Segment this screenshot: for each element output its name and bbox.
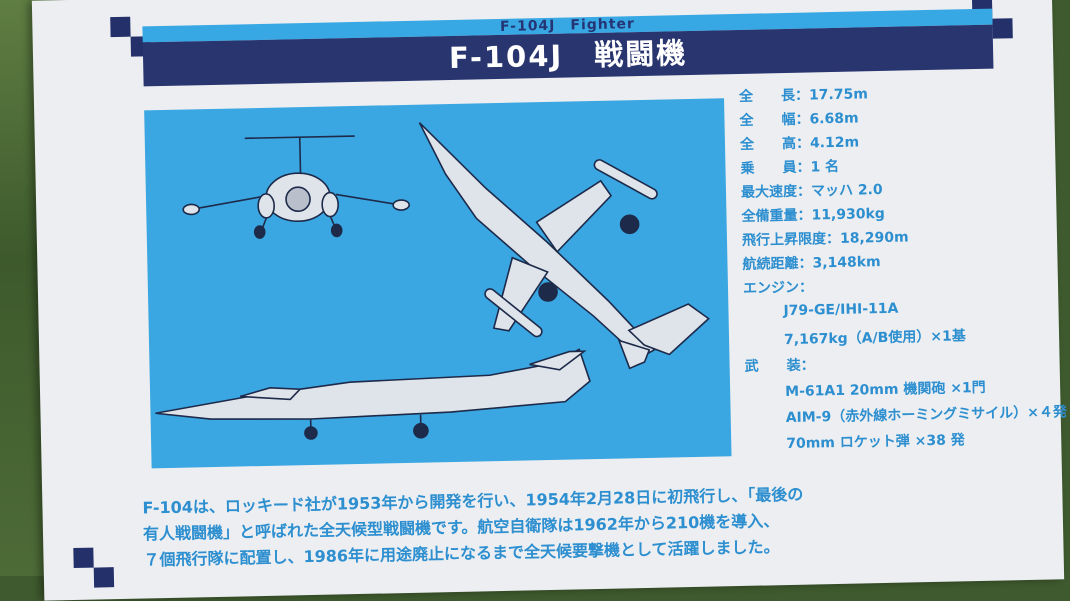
engine-model: J79-GE/IHI-11A <box>783 301 898 319</box>
spec-gross-weight: 全備重量：11,930kg <box>741 203 885 226</box>
spec-max-speed: 最大速度：マッハ 2.0 <box>741 179 883 202</box>
spec-range: 航続距離：3,148km <box>742 251 881 274</box>
spec-ceiling: 飛行上昇限度：18,290m <box>742 226 909 249</box>
armament-rockets: 70mm ロケット弾 ×38 発 <box>786 429 965 453</box>
front-view-aircraft <box>182 135 410 240</box>
aircraft-drawings <box>144 98 731 468</box>
top-view-aircraft <box>419 117 709 373</box>
spec-span: 全 幅：6.68m <box>739 107 859 129</box>
armament-label: 武 装： <box>744 354 814 375</box>
side-view-aircraft <box>154 349 591 443</box>
specifications: 全 長：17.75m 全 幅：6.68m 全 高：4.12m 乗 員：1 名 最… <box>739 80 1039 86</box>
spec-crew: 乗 員：1 名 <box>740 156 839 178</box>
checker-mark <box>110 17 130 37</box>
spec-length: 全 長：17.75m <box>739 83 868 106</box>
checker-mark <box>94 567 114 587</box>
engine-label: エンジン： <box>743 276 813 297</box>
description-text: F-104は、ロッキード社が1953年から開発を行い、1954年2月28日に初飛… <box>142 476 1053 573</box>
checker-mark <box>73 548 93 568</box>
engine-thrust: 7,167kg（A/B使用）×1基 <box>784 325 966 349</box>
checker-mark <box>992 18 1012 38</box>
armament-gun: M-61A1 20mm 機関砲 ×1門 <box>785 377 986 401</box>
spec-height: 全 高：4.12m <box>740 131 860 153</box>
armament-missile: AIM-9（赤外線ホーミングミサイル）×４発 <box>786 401 1068 427</box>
information-sign: F-104J Fighter F-104J 戦闘機 <box>32 0 1064 601</box>
aircraft-diagram <box>144 98 731 468</box>
